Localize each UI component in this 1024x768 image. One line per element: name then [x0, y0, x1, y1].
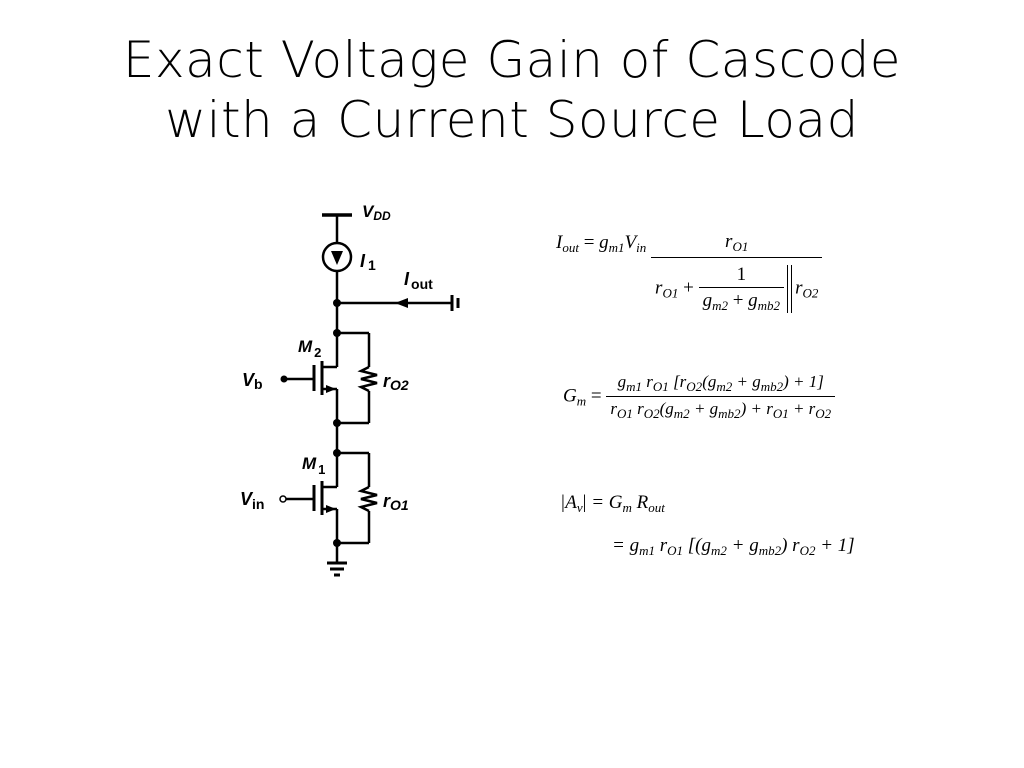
label-ro2: rO2 [383, 371, 409, 393]
parallel-symbol [787, 265, 793, 313]
equation-av-line2: = gm1 rO1 [(gm2 + gmb2) rO2 + 1] [612, 535, 855, 558]
gm-numerator: gm1 rO1 [rO2(gm2 + gmb2) + 1] [606, 372, 836, 397]
equation-gm: Gm = gm1 rO1 [rO2(gm2 + gmb2) + 1] rO1 r… [563, 372, 836, 422]
current-arrow-icon [331, 251, 343, 265]
slide-title: Exact Voltage Gain of Cascode with a Cur… [0, 30, 1024, 150]
equation-av-line1: |Av| = Gm Rout [560, 492, 665, 515]
resistor-ro1 [357, 485, 378, 513]
label-ro1: rO1 [383, 491, 409, 513]
vin-terminal [279, 495, 287, 503]
title-line-2: with a Current Source Load [165, 91, 859, 149]
title-line-1: Exact Voltage Gain of Cascode [122, 31, 902, 89]
gm-fraction: gm1 rO1 [rO2(gm2 + gmb2) + 1] rO1 rO2(gm… [606, 372, 836, 422]
label-vb: Vb [242, 370, 263, 392]
gm-denominator: rO1 rO2(gm2 + gmb2) + rO1 + rO2 [610, 399, 832, 421]
label-vdd: VDD [362, 202, 391, 223]
iout-arrow-icon [395, 298, 408, 308]
resistor-ro2 [357, 365, 378, 393]
label-vin: Vin [240, 489, 264, 512]
